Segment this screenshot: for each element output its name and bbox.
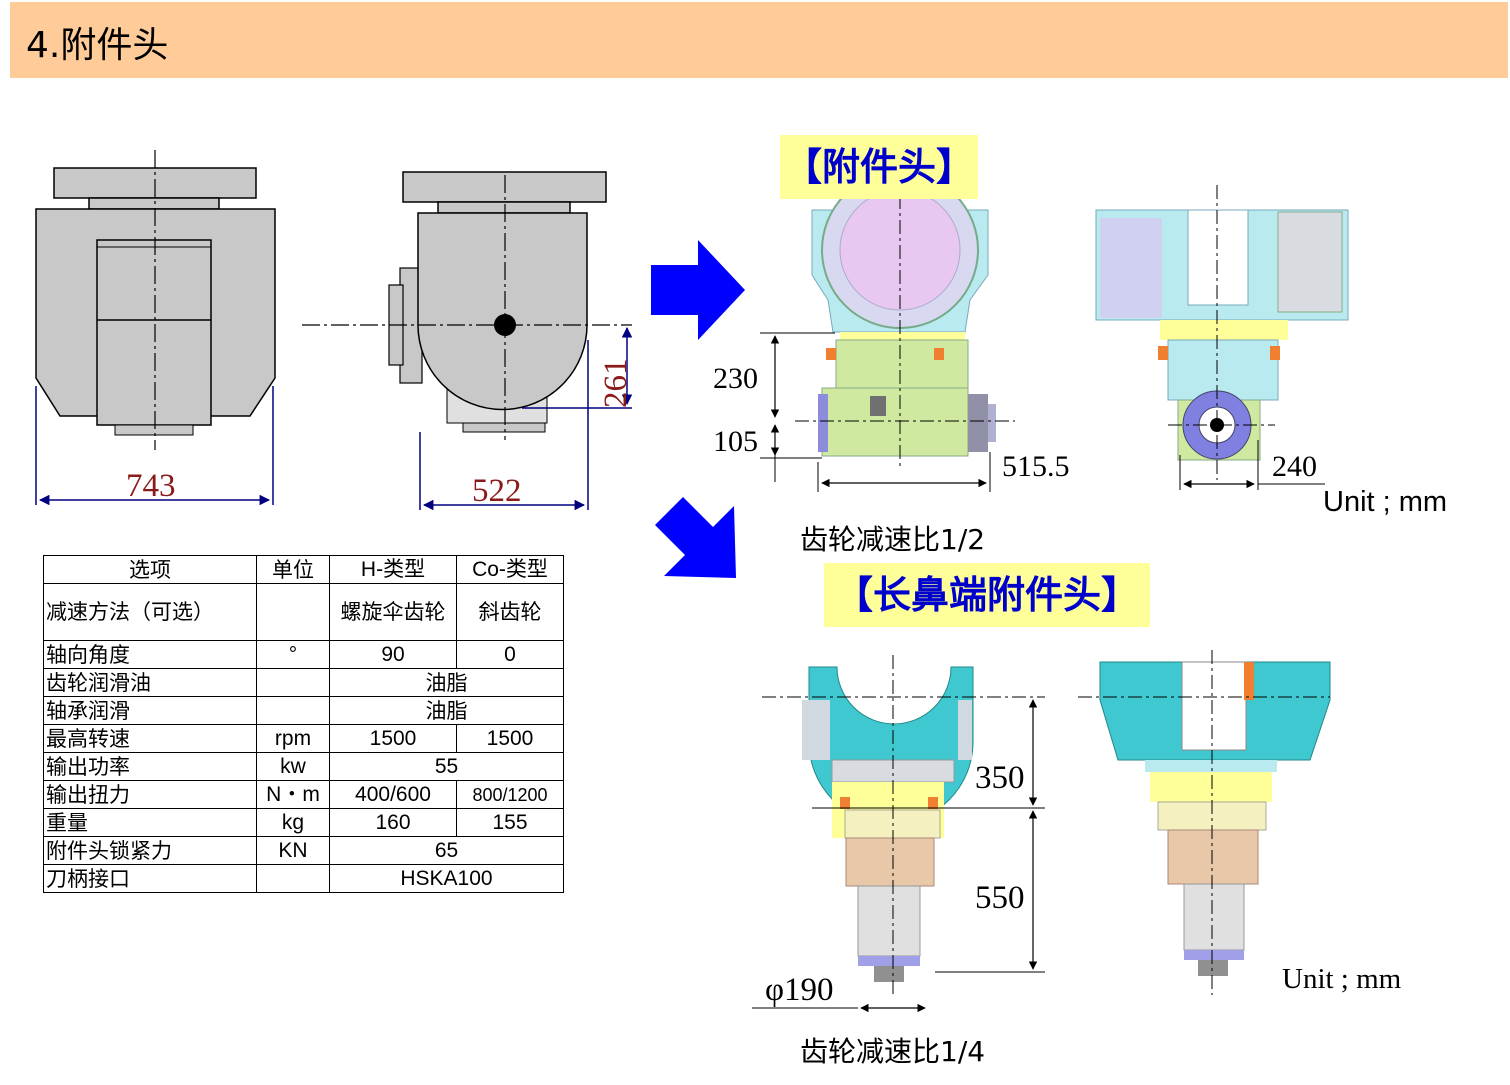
dim-550: 550 — [975, 880, 1025, 916]
width-dimension: 743 — [126, 468, 176, 504]
table-row: 最高转速 rpm 1500 1500 — [43, 724, 564, 753]
long-nose-front-drawing — [752, 655, 1045, 1013]
right-arrow-icon — [651, 240, 745, 340]
header-cell: 选项 — [43, 555, 257, 584]
row-item: 输出功率 — [43, 752, 257, 781]
row-unit — [256, 583, 330, 641]
row-item: 轴向角度 — [43, 640, 257, 669]
row-unit: rpm — [256, 724, 330, 753]
row-unit — [256, 668, 330, 697]
header-cell: Co-类型 — [456, 555, 564, 584]
row-h: 90 — [329, 640, 457, 669]
table-row: 轴向角度 ° 90 0 — [43, 640, 564, 669]
row-co: 800/1200 — [456, 780, 564, 809]
table-row: 输出功率 kw 55 — [43, 752, 564, 781]
table-row: 附件头锁紧力 KN 65 — [43, 836, 564, 865]
front-view-drawing — [35, 150, 276, 506]
long-nose-head-label: 【长鼻端附件头】 — [824, 563, 1150, 627]
side-view-drawing — [302, 171, 633, 511]
spec-table: 选项 单位 H-类型 Co-类型 减速方法（可选） 螺旋伞齿轮 斜齿轮 轴向角度… — [43, 555, 564, 893]
row-h: 1500 — [329, 724, 457, 753]
row-unit — [256, 864, 330, 893]
row-co: 0 — [456, 640, 564, 669]
row-item: 附件头锁紧力 — [43, 836, 257, 865]
row-unit: ° — [256, 640, 330, 669]
unit-label-top: Unit ; mm — [1323, 486, 1448, 518]
attachment-head-side-drawing — [1095, 185, 1349, 490]
header-cell: H-类型 — [329, 555, 457, 584]
row-merged: 55 — [329, 752, 564, 781]
row-item: 最高转速 — [43, 724, 257, 753]
attachment-head-label: 【附件头】 — [780, 135, 978, 199]
row-merged: 油脂 — [329, 696, 564, 725]
dim-515: 515.5 — [1002, 450, 1070, 483]
row-item: 减速方法（可选） — [43, 583, 257, 641]
row-item: 输出扭力 — [43, 780, 257, 809]
row-h: 400/600 — [329, 780, 457, 809]
table-row: 重量 kg 160 155 — [43, 808, 564, 837]
title-bar: 4.附件头 — [10, 2, 1508, 78]
row-unit: kw — [256, 752, 330, 781]
offset-dimension: 261 — [598, 358, 634, 409]
row-h: 螺旋伞齿轮 — [329, 583, 457, 641]
dim-350: 350 — [975, 760, 1025, 796]
unit-label-bottom: Unit ; mm — [1282, 963, 1402, 995]
row-item: 重量 — [43, 808, 257, 837]
gear-ratio-quarter: 齿轮减速比1/4 — [800, 1035, 986, 1068]
row-unit — [256, 696, 330, 725]
row-merged: 油脂 — [329, 668, 564, 697]
row-item: 刀柄接口 — [43, 864, 257, 893]
row-unit: KN — [256, 836, 330, 865]
dim-105: 105 — [713, 425, 758, 458]
row-merged: 65 — [329, 836, 564, 865]
row-item: 齿轮润滑油 — [43, 668, 257, 697]
table-row: 刀柄接口 HSKA100 — [43, 864, 564, 893]
row-h: 160 — [329, 808, 457, 837]
down-right-arrow-icon — [655, 497, 736, 578]
table-header-row: 选项 单位 H-类型 Co-类型 — [43, 555, 564, 584]
row-unit: kg — [256, 808, 330, 837]
attachment-head-front-drawing — [760, 171, 1015, 492]
table-row: 齿轮润滑油 油脂 — [43, 668, 564, 697]
gear-ratio-half: 齿轮减速比1/2 — [800, 523, 986, 556]
page-title: 4.附件头 — [26, 25, 169, 66]
table-row: 输出扭力 N・m 400/600 800/1200 — [43, 780, 564, 809]
row-unit: N・m — [256, 780, 330, 809]
dim-230: 230 — [713, 362, 758, 395]
dim-phi190: φ190 — [765, 972, 834, 1008]
dim-240: 240 — [1272, 450, 1317, 483]
header-cell: 单位 — [256, 555, 330, 584]
long-nose-side-drawing — [1078, 650, 1331, 995]
row-co: 1500 — [456, 724, 564, 753]
depth-dimension: 522 — [472, 473, 522, 509]
row-co: 155 — [456, 808, 564, 837]
table-row: 轴承润滑 油脂 — [43, 696, 564, 725]
row-item: 轴承润滑 — [43, 696, 257, 725]
row-merged: HSKA100 — [329, 864, 564, 893]
table-row: 减速方法（可选） 螺旋伞齿轮 斜齿轮 — [43, 583, 564, 641]
row-co: 斜齿轮 — [456, 583, 564, 641]
